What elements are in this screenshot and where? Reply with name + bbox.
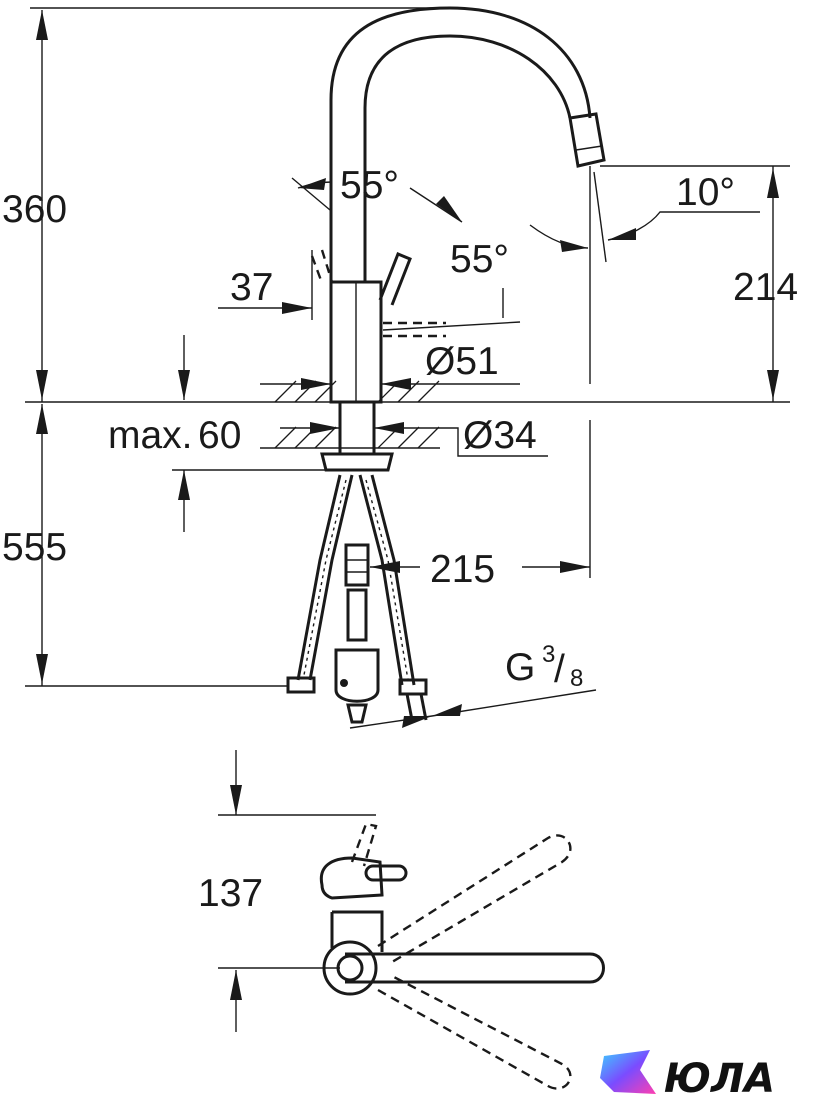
dim-55-left: 55° — [340, 164, 399, 207]
supply-hoses — [286, 474, 428, 721]
dim-360: 360 — [2, 188, 67, 231]
aerator — [568, 112, 606, 168]
logo-mark-icon — [600, 1050, 656, 1094]
dim-214: 214 — [733, 266, 798, 309]
dim-215: 215 — [430, 548, 495, 591]
dim-10: 10° — [676, 171, 735, 214]
spout-swing-ghost-down — [377, 974, 572, 1090]
logo-text: ЮЛА — [664, 1056, 775, 1100]
spout-plan — [345, 952, 605, 984]
spout-swing-ghost-up — [377, 834, 572, 964]
dim-max-label: max. — [108, 414, 193, 457]
lever-ghost-front — [383, 321, 446, 338]
mounting-nut — [320, 452, 394, 472]
shank — [338, 400, 376, 456]
dimension-labels: 360 555 214 37 55° 55° 10° Ø51 Ø34 max. … — [2, 164, 798, 915]
dim-555: 555 — [2, 526, 67, 569]
dim-thread-num: 3 — [542, 641, 555, 668]
dim-thread-slash: / — [554, 648, 565, 691]
dim-ø51: Ø51 — [425, 340, 499, 383]
dim-max-value: 60 — [198, 414, 241, 457]
dimension-lines — [25, 7, 790, 729]
spout-gooseneck — [329, 6, 592, 282]
pullout-hose-weight — [334, 543, 380, 724]
dim-55-right: 55° — [450, 238, 509, 281]
dim-thread-g: G — [505, 646, 535, 689]
dim-ø34: Ø34 — [463, 414, 537, 457]
dim-137: 137 — [198, 872, 263, 915]
brand-logo: ЮЛА — [600, 1050, 775, 1100]
plan-view — [218, 750, 605, 1090]
dim-thread-den: 8 — [570, 665, 583, 692]
deck-hatch — [260, 380, 440, 449]
lever-ghost-left — [310, 249, 334, 284]
dim-37: 37 — [230, 266, 273, 309]
lever — [378, 252, 412, 306]
elevation-view — [25, 6, 790, 724]
